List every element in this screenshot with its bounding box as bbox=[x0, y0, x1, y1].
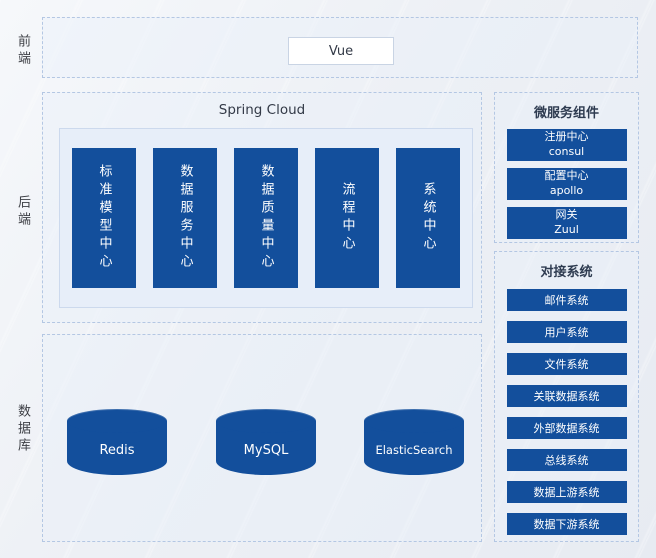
center-node-standard-model: 标准模型中心 bbox=[72, 148, 136, 288]
integration-item-external-data: 外部数据系统 bbox=[506, 417, 627, 439]
micro-item-line1: 配置中心 bbox=[544, 169, 589, 183]
integration-item-upstream: 数据上游系统 bbox=[506, 481, 627, 503]
integration-panel: 对接系统 邮件系统 用户系统 文件系统 关联数据系统 外部数据系统 总线系统 数… bbox=[494, 251, 639, 542]
vue-node: Vue bbox=[288, 37, 394, 65]
backend-panel: Spring Cloud 标准模型中心 数据服务中心 数据质量中心 流程中心 系… bbox=[42, 92, 482, 323]
micro-item-line2: consul bbox=[548, 145, 585, 158]
micro-item-line1: 网关 bbox=[555, 208, 578, 222]
database-label: ElasticSearch bbox=[375, 443, 453, 457]
microservices-list: 注册中心 consul 配置中心 apollo 网关 Zuul bbox=[495, 129, 638, 239]
database-label: MySQL bbox=[243, 442, 289, 458]
micro-item-line2: Zuul bbox=[554, 223, 579, 236]
database-cylinder-mysql: MySQL bbox=[216, 409, 316, 475]
database-panel: Redis MySQL ElasticSearch bbox=[42, 334, 482, 542]
micro-item-registry: 注册中心 consul bbox=[506, 129, 627, 161]
center-node-label: 数据服务中心 bbox=[177, 164, 193, 272]
center-node-label: 标准模型中心 bbox=[96, 164, 112, 272]
center-node-label: 系统中心 bbox=[420, 182, 436, 254]
center-node-label: 数据质量中心 bbox=[258, 164, 274, 272]
database-cylinder-redis: Redis bbox=[67, 409, 167, 475]
integration-item-related-data: 关联数据系统 bbox=[506, 385, 627, 407]
spring-cloud-inner-panel: 标准模型中心 数据服务中心 数据质量中心 流程中心 系统中心 bbox=[59, 128, 473, 308]
layer-label-backend: 后端 bbox=[15, 195, 30, 229]
integration-item-user: 用户系统 bbox=[506, 321, 627, 343]
center-node-label: 流程中心 bbox=[339, 182, 355, 254]
micro-item-config: 配置中心 apollo bbox=[506, 168, 627, 200]
integration-item-file: 文件系统 bbox=[506, 353, 627, 375]
integration-item-downstream: 数据下游系统 bbox=[506, 513, 627, 535]
integration-item-bus: 总线系统 bbox=[506, 449, 627, 471]
center-node-data-service: 数据服务中心 bbox=[153, 148, 217, 288]
center-node-system: 系统中心 bbox=[396, 148, 460, 288]
integration-title: 对接系统 bbox=[540, 265, 593, 280]
micro-item-line1: 注册中心 bbox=[544, 130, 589, 144]
microservices-panel: 微服务组件 注册中心 consul 配置中心 apollo 网关 Zuul bbox=[494, 92, 639, 243]
frontend-panel: Vue bbox=[42, 17, 638, 78]
integration-list: 邮件系统 用户系统 文件系统 关联数据系统 外部数据系统 总线系统 数据上游系统… bbox=[495, 289, 638, 535]
integration-item-mail: 邮件系统 bbox=[506, 289, 627, 311]
center-node-workflow: 流程中心 bbox=[315, 148, 379, 288]
micro-item-gateway: 网关 Zuul bbox=[506, 207, 627, 239]
layer-label-frontend: 前端 bbox=[15, 34, 30, 68]
database-label: Redis bbox=[99, 442, 135, 458]
micro-item-line2: apollo bbox=[549, 184, 584, 197]
microservices-title: 微服务组件 bbox=[533, 106, 599, 121]
database-cylinder-elasticsearch: ElasticSearch bbox=[364, 409, 464, 475]
spring-cloud-title: Spring Cloud bbox=[218, 102, 306, 118]
center-node-data-quality: 数据质量中心 bbox=[234, 148, 298, 288]
layer-label-database: 数据库 bbox=[15, 404, 30, 455]
